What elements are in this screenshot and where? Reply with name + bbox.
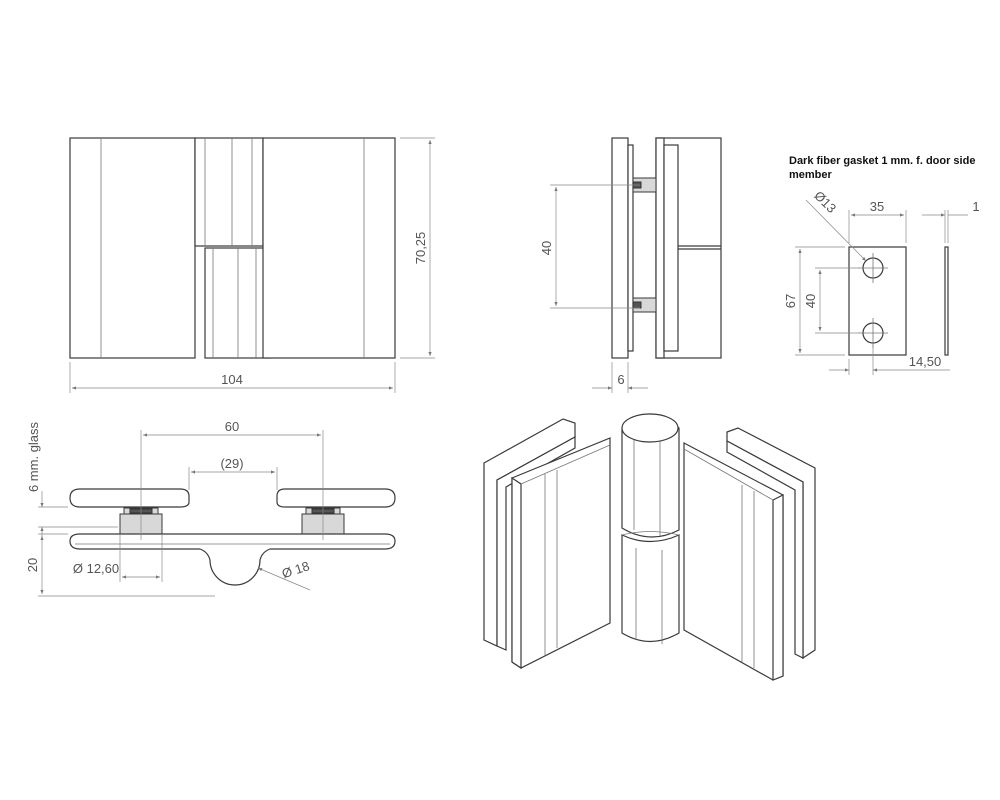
dim-60-label: 60 bbox=[225, 419, 239, 434]
iso-right-plate bbox=[683, 442, 784, 681]
dim-104-label: 104 bbox=[221, 372, 243, 387]
gasket-side-profile bbox=[944, 246, 949, 356]
dim-7025-label: 70,25 bbox=[413, 232, 428, 265]
side-view: 40 6 bbox=[539, 137, 722, 393]
iso-lower-knuckle bbox=[621, 534, 680, 643]
isometric-view bbox=[483, 413, 816, 681]
gasket-view: Dark fiber gasket 1 mm. f. door side mem… bbox=[783, 155, 980, 375]
dim-35-label: 35 bbox=[870, 199, 884, 214]
front-right-plate bbox=[262, 137, 396, 359]
side-left-glass-clamp bbox=[611, 137, 629, 359]
dim-40-side-label: 40 bbox=[539, 241, 554, 255]
top-right-clamp-pad bbox=[276, 488, 396, 508]
dim-29-label: (29) bbox=[220, 456, 243, 471]
dim-20-label: 20 bbox=[25, 558, 40, 572]
front-left-plate bbox=[69, 137, 196, 359]
iso-left-plate bbox=[511, 437, 611, 669]
gasket-title-line2: member bbox=[789, 169, 833, 181]
front-view: 104 70,25 bbox=[69, 137, 435, 393]
dim-40-gasket-label: 40 bbox=[803, 294, 818, 308]
dim-d1260-label: Ø 12,60 bbox=[73, 561, 119, 576]
dim-67-label: 67 bbox=[783, 294, 798, 308]
dim-d13-label: Ø13 bbox=[811, 188, 839, 216]
front-hinge-lower-knuckle bbox=[204, 247, 271, 359]
dim-1-label: 1 bbox=[972, 199, 979, 214]
glass-label: 6 mm. glass bbox=[26, 421, 41, 492]
top-left-clamp-pad bbox=[69, 488, 190, 508]
top-hinge-plate bbox=[69, 533, 396, 586]
dim-1450-label: 14,50 bbox=[909, 354, 942, 369]
dim-d18-label: Ø 18 bbox=[280, 558, 311, 581]
top-view: 60 (29) 6 mm. glass 20 Ø 12,60 Ø 18 bbox=[25, 419, 396, 597]
gasket-title-line1: Dark fiber gasket 1 mm. f. door side bbox=[789, 155, 975, 167]
dim-6-label: 6 bbox=[617, 372, 624, 387]
